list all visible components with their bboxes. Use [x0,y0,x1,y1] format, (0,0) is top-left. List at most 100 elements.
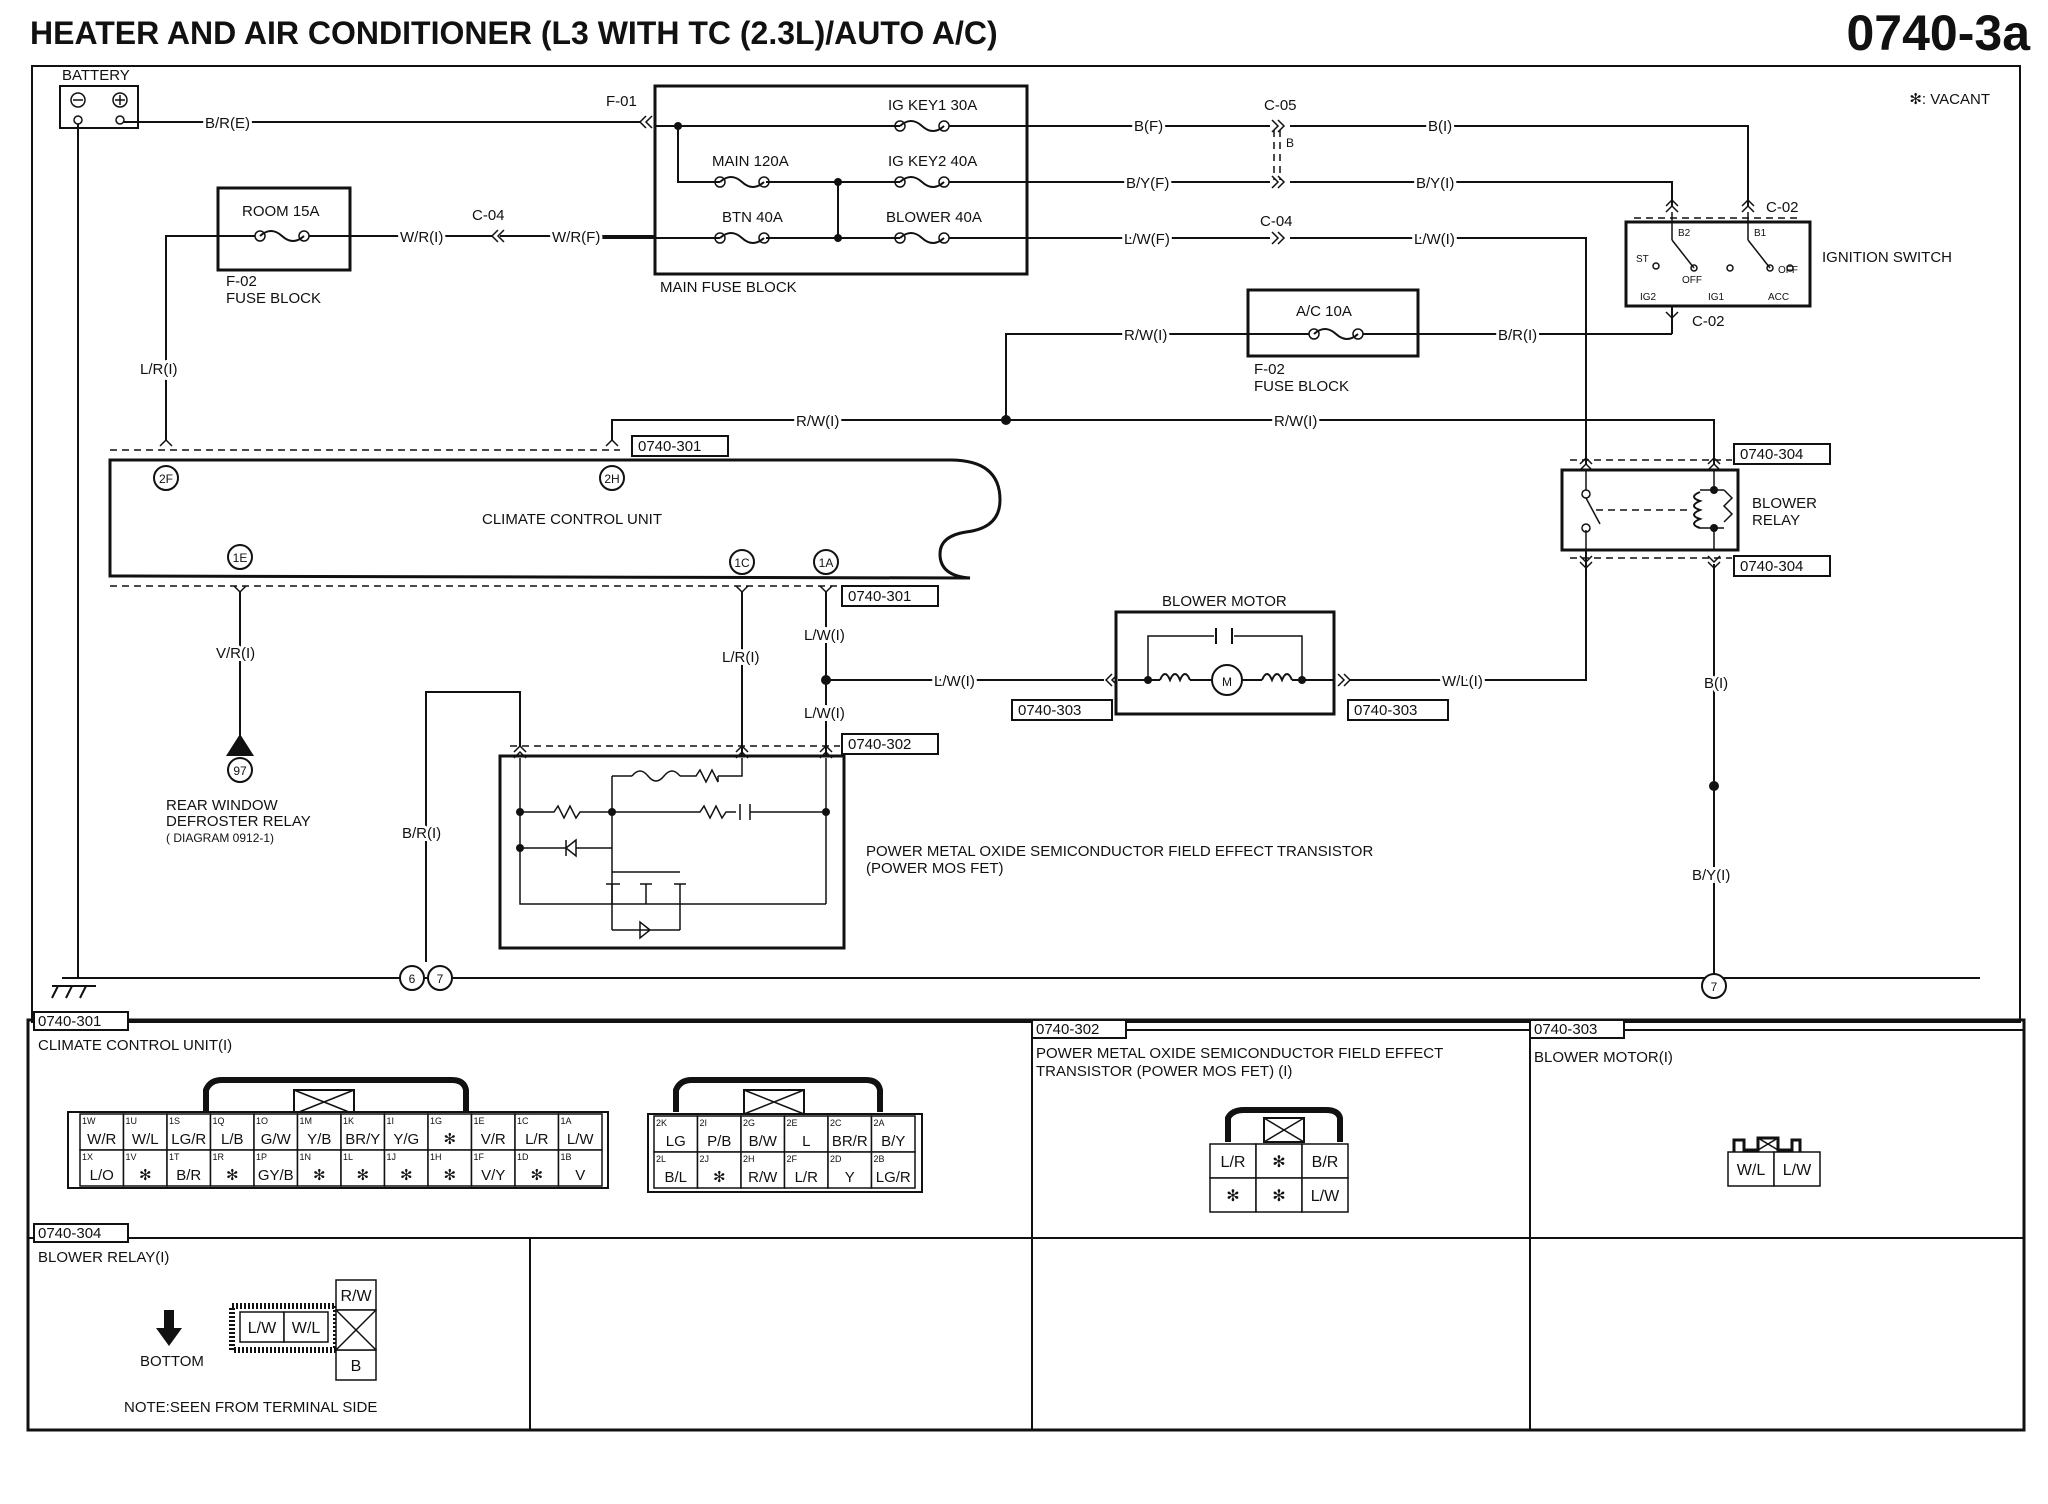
power-mos-label-1: POWER METAL OXIDE SEMICONDUCTOR FIELD EF… [866,843,1373,860]
wire-rw-i-1: R/W(I) [1124,327,1167,344]
blower-motor-label: BLOWER MOTOR [1162,593,1287,610]
svg-text:✻: ✻ [1226,1188,1239,1205]
ccu-connector-b: 2KLG2IP/B2GB/W2EL2CBR/R2AB/Y2LB/L2J✻2HR/… [653,1115,916,1189]
ccu-a-pin-1i: 1IY/G [383,1113,429,1151]
switch-term-acc: ACC [1768,292,1789,303]
ccu-a-pin-1e: 1EV/R [470,1113,516,1151]
ref-0740-304-b[interactable] [1733,555,1831,577]
ref-0740-303-b[interactable] [1347,699,1449,721]
pin-2f: 2F [159,472,173,486]
panel-ccu-title: CLIMATE CONTROL UNIT(I) [38,1037,232,1054]
wire-lw-i-fet: L/W(I) [804,705,845,722]
fet-connector: L/R✻B/R✻✻L/W [1209,1143,1349,1213]
fet-cell: L/R [1209,1143,1257,1179]
wire-rw-i-2: R/W(I) [796,413,839,430]
panel-relay-ref: 0740-304 [38,1225,101,1242]
ref-0740-303-a[interactable] [1011,699,1113,721]
svg-text:L/R: L/R [525,1131,549,1148]
wire-by-f: B/Y(F) [1126,175,1169,192]
svg-text:✻: ✻ [313,1167,326,1184]
svg-text:2D: 2D [830,1154,842,1164]
battery: BATTERY [59,67,139,129]
svg-text:✻: ✻ [400,1167,413,1184]
svg-text:2F: 2F [787,1154,798,1164]
svg-text:✻: ✻ [226,1167,239,1184]
blower-relay-label-1: BLOWER [1752,495,1817,512]
ignition-switch: IGNITION SWITCH C-02 C-02 B2 B1 ST OFF O… [1624,198,1952,334]
relay-cell: L/W [239,1311,285,1343]
ccu-a-pin-1w: 1WW/R [79,1113,125,1151]
svg-text:1R: 1R [213,1152,225,1162]
ref-0740-302[interactable] [841,733,939,755]
svg-text:1S: 1S [169,1116,180,1126]
ref-0740-301-b[interactable] [841,585,939,607]
svg-text:P/B: P/B [707,1133,731,1150]
rear-defroster-label-3: ( DIAGRAM 0912-1) [166,831,274,845]
svg-text:W/L: W/L [132,1131,159,1148]
wire-b-i-relay: B(I) [1704,675,1728,692]
ccu-a-pin-1x: 1XL/O [79,1149,125,1187]
ccu-a-pin-1f: 1FV/Y [470,1149,516,1187]
svg-text:2I: 2I [700,1118,708,1128]
svg-text:1G: 1G [430,1116,442,1126]
panel-relay-title: BLOWER RELAY(I) [38,1249,169,1266]
vacant-legend: ✻: VACANT [1909,91,1990,108]
conn-c04-a: C-04 [472,207,505,224]
panel-ccu-ref: 0740-301 [38,1013,101,1030]
wire-lr-i-mid: L/R(I) [722,649,760,666]
svg-text:1H: 1H [430,1152,442,1162]
wire-vr-i: V/R(I) [216,645,255,662]
svg-text:L/O: L/O [90,1167,114,1184]
svg-text:W/L: W/L [292,1320,321,1337]
svg-text:✻: ✻ [530,1167,543,1184]
relay-cell: B [335,1349,377,1381]
main-fuse-block-label: MAIN FUSE BLOCK [660,279,797,296]
svg-text:1T: 1T [169,1152,180,1162]
svg-text:2A: 2A [874,1118,885,1128]
pin-1c: 1C [734,556,750,570]
motor-cell: W/L [1727,1151,1775,1187]
wire-br-e: B/R(E) [205,115,250,132]
ref-0740-301-a-label: 0740-301 [638,438,701,455]
ref-0740-301-a[interactable] [631,435,729,457]
blower-motor: BLOWER MOTOR M [1114,593,1336,716]
svg-text:1P: 1P [256,1152,267,1162]
svg-text:BR/R: BR/R [832,1133,868,1150]
svg-text:B/L: B/L [664,1169,687,1186]
conn-f01: F-01 [606,93,637,110]
fuse-ig-key1: IG KEY1 30A [888,97,977,114]
ccu-b-pin-2j: 2J✻ [696,1151,742,1189]
svg-text:L/R: L/R [795,1169,819,1186]
pin-2h: 2H [604,472,619,486]
svg-text:LG/R: LG/R [171,1131,206,1148]
ccu-a-pin-1g: 1G✻ [427,1113,473,1151]
switch-term-off2: OFF [1778,265,1798,276]
pin-1e: 1E [233,551,248,565]
ref-0740-301-b-label: 0740-301 [848,588,911,605]
svg-text:2B: 2B [874,1154,885,1164]
schematic-frame [31,65,2021,1023]
panel-relay-bottom: BOTTOM [140,1353,204,1370]
svg-text:L/W: L/W [1783,1162,1812,1179]
ccu-a-pin-1b: 1BV [557,1149,603,1187]
ref-0740-304-a[interactable] [1733,443,1831,465]
svg-text:Y: Y [845,1169,855,1186]
svg-text:1W: 1W [82,1116,96,1126]
fuse-ig-key2: IG KEY2 40A [888,153,977,170]
ac-fuse-box: A/C 10A F-02 FUSE BLOCK [1246,288,1420,395]
wire-b-i-top: B(I) [1428,118,1452,135]
ccu-a-pin-1n: 1N✻ [296,1149,342,1187]
svg-text:✻: ✻ [443,1167,456,1184]
ref-0740-303-b-label: 0740-303 [1354,702,1417,719]
switch-term-off1: OFF [1682,275,1702,286]
switch-term-ig2: IG2 [1640,292,1657,303]
rear-defroster-label-2: DEFROSTER RELAY [166,813,311,830]
arrow-down-icon [156,1310,182,1346]
conn-c04-b: C-04 [1260,213,1293,230]
svg-text:1C: 1C [517,1116,529,1126]
wire-lw-f: L/W(F) [1124,231,1170,248]
